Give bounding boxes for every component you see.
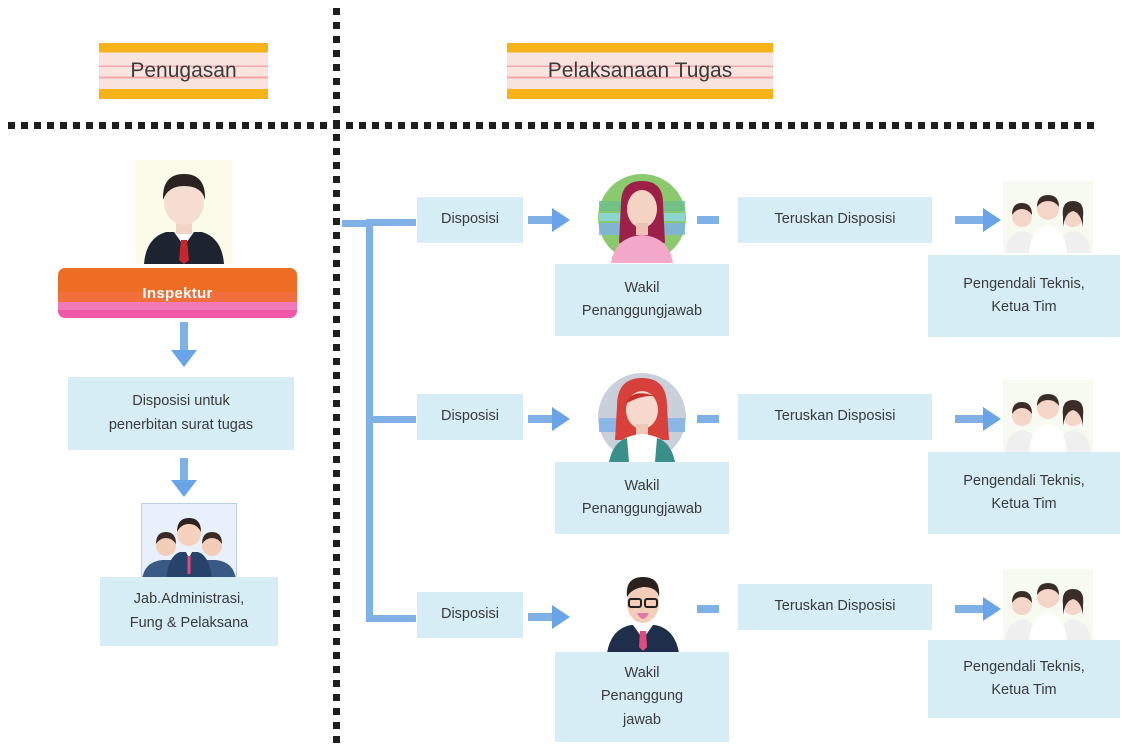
woman-avatar-icon (597, 372, 687, 462)
disposisi-label: Disposisi (440, 606, 499, 623)
disposisi-label: Disposisi (440, 408, 499, 425)
arrow-shaft (528, 613, 554, 621)
arrow-shaft (955, 605, 985, 613)
teruskan-disposisi-label: Teruskan Disposisi (774, 211, 896, 228)
pengendali-label: Pengendali Teknis, Ketua Tim (963, 658, 1085, 698)
team-icon (1003, 181, 1093, 253)
inspektur-box: Inspektur (58, 268, 297, 318)
header-penugasan-label: Penugasan (130, 59, 237, 82)
wakil-box: Wakil Penanggung jawab (555, 652, 729, 742)
connector-line (697, 415, 719, 423)
arrow-shaft (180, 322, 188, 352)
disposisi-box: Disposisi (417, 197, 523, 243)
teruskan-disposisi-box: Teruskan Disposisi (738, 584, 932, 630)
horizontal-divider (8, 122, 1098, 129)
arrow-right-icon (552, 208, 570, 232)
arrow-down-icon (171, 480, 197, 497)
arrow-right-icon (983, 208, 1001, 232)
wakil-box: Wakil Penanggungjawab (555, 462, 729, 534)
bracket-connector (342, 220, 372, 227)
pengendali-box: Pengendali Teknis, Ketua Tim (928, 452, 1120, 534)
arrow-down-icon (171, 350, 197, 367)
teruskan-disposisi-label: Teruskan Disposisi (774, 598, 896, 615)
disposisi-box: Disposisi (417, 394, 523, 440)
bracket-branch (366, 615, 416, 622)
wakil-label: Wakil Penanggungjawab (581, 477, 703, 517)
pengendali-box: Pengendali Teknis, Ketua Tim (928, 255, 1120, 337)
arrow-right-icon (552, 605, 570, 629)
inspektur-avatar-icon (136, 160, 232, 264)
pengendali-label: Pengendali Teknis, Ketua Tim (963, 275, 1085, 315)
pengendali-label: Pengendali Teknis, Ketua Tim (963, 472, 1085, 512)
teruskan-disposisi-box: Teruskan Disposisi (738, 394, 932, 440)
wakil-label: Wakil Penanggung jawab (600, 665, 684, 728)
disposisi-surat-tugas-label: Disposisi untuk penerbitan surat tugas (108, 393, 254, 433)
wakil-label: Wakil Penanggungjawab (581, 279, 703, 319)
bracket-branch (366, 219, 416, 226)
arrow-shaft (180, 458, 188, 482)
man-avatar-icon (603, 567, 683, 653)
header-penugasan: Penugasan (99, 43, 268, 99)
arrow-shaft (528, 216, 554, 224)
disposisi-label: Disposisi (440, 211, 499, 228)
connector-line (697, 605, 719, 613)
header-pelaksanaan: Pelaksanaan Tugas (507, 43, 773, 99)
inspektur-label: Inspektur (142, 284, 213, 302)
disposisi-box: Disposisi (417, 592, 523, 638)
arrow-shaft (528, 415, 554, 423)
arrow-right-icon (983, 597, 1001, 621)
teruskan-disposisi-label: Teruskan Disposisi (774, 408, 896, 425)
arrow-right-icon (983, 407, 1001, 431)
group-staff-icon (141, 503, 237, 581)
team-icon (1003, 569, 1093, 641)
arrow-shaft (955, 216, 985, 224)
bracket-branch (366, 416, 416, 423)
disposisi-surat-tugas-box: Disposisi untuk penerbitan surat tugas (68, 377, 294, 450)
vertical-divider (333, 8, 340, 743)
pengendali-box: Pengendali Teknis, Ketua Tim (928, 640, 1120, 718)
arrow-right-icon (552, 407, 570, 431)
team-icon (1003, 380, 1093, 452)
arrow-shaft (955, 415, 985, 423)
teruskan-disposisi-box: Teruskan Disposisi (738, 197, 932, 243)
connector-line (697, 216, 719, 224)
woman-avatar-icon (597, 173, 687, 263)
wakil-box: Wakil Penanggungjawab (555, 264, 729, 336)
jab-administrasi-label: Jab.Administrasi, Fung & Pelaksana (129, 591, 249, 631)
jab-administrasi-box: Jab.Administrasi, Fung & Pelaksana (100, 577, 278, 646)
header-pelaksanaan-label: Pelaksanaan Tugas (547, 59, 733, 82)
